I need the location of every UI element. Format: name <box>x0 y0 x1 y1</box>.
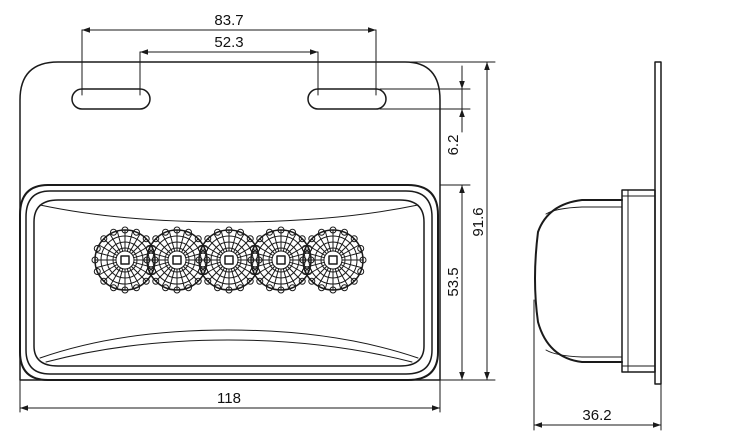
front-view <box>19 61 441 381</box>
mounting-slot-left <box>71 88 151 110</box>
lens-window <box>33 199 425 367</box>
dimension-lines <box>19 27 662 431</box>
side-mounting-plate <box>654 61 662 385</box>
dimension-labels: 83.7 52.3 6.2 53.5 91.6 118 36.2 <box>214 12 611 424</box>
side-view <box>534 61 662 385</box>
dim-slot-offset: 6.2 <box>445 135 462 156</box>
mounting-slot-right <box>307 88 387 110</box>
dim-overall-width: 118 <box>217 390 241 407</box>
reflector-curve-bottom-2 <box>45 339 413 363</box>
reflector-curve-bottom <box>39 329 419 359</box>
led-module <box>299 226 367 294</box>
led-module <box>143 226 211 294</box>
dim-overall-height: 91.6 <box>470 207 487 236</box>
dim-hole-spacing-outer: 83.7 <box>214 12 243 29</box>
side-flange <box>621 189 656 373</box>
dim-hole-spacing-inner: 52.3 <box>214 34 243 51</box>
led-module <box>195 226 263 294</box>
led-array <box>91 226 367 294</box>
dim-lens-height: 53.5 <box>445 267 462 296</box>
lens-housing-inner <box>25 190 433 375</box>
lens-housing-outer <box>19 184 439 381</box>
dim-depth: 36.2 <box>582 407 611 424</box>
side-lens-dome <box>534 199 623 363</box>
reflector-curve-top <box>39 204 419 223</box>
